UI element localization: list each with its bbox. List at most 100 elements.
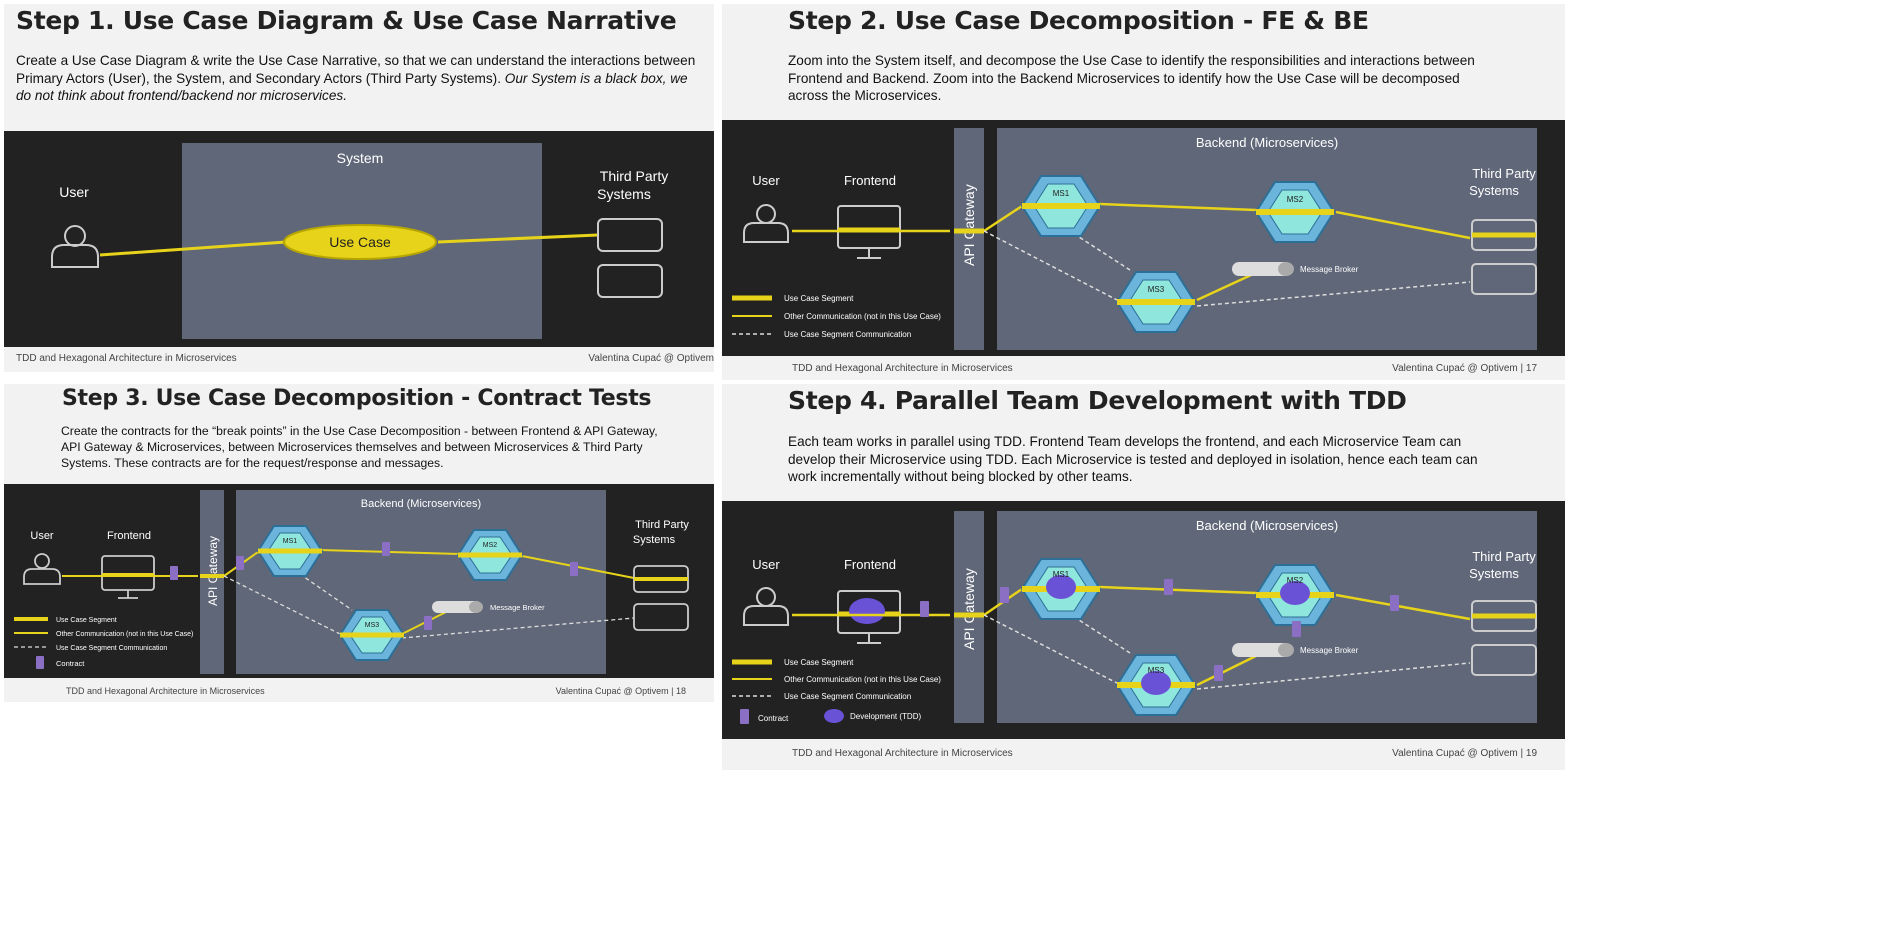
third-party-box-2 — [597, 264, 663, 298]
message-broker-label: Message Broker — [1300, 646, 1359, 655]
ms3-to-broker-line — [1196, 651, 1263, 687]
system-label: System — [337, 150, 384, 166]
footer-right: Valentina Cupać @ Optivem | 17 — [1392, 363, 1537, 374]
third-party-label-2: Systems — [1469, 566, 1519, 581]
monitor-icon — [837, 205, 901, 259]
third-party-label-1: Third Party — [1472, 549, 1536, 564]
slide-step-2: Step 2. Use Case Decomposition - FE & BE… — [722, 4, 1565, 380]
ms2-to-third-party-line — [1335, 593, 1471, 621]
decomposition-diagram: Backend (Microservices) API Gateway User… — [732, 128, 1537, 350]
ms2-label: MS2 — [1287, 576, 1304, 585]
message-broker-icon — [1232, 643, 1294, 657]
user-icon — [23, 553, 61, 585]
ms1-to-ms2-line — [1099, 585, 1257, 595]
gateway-to-ms1-line — [983, 204, 1023, 233]
backend-panel — [997, 128, 1537, 350]
user-icon — [743, 204, 789, 243]
footer-left: TDD and Hexagonal Architecture in Micros… — [66, 686, 265, 696]
contract-icons — [920, 579, 1399, 681]
legend-contract-icon — [36, 656, 44, 669]
ms1-to-ms3-dashed — [293, 569, 353, 611]
diagram-area: Backend (Microservices) API Gateway User… — [722, 120, 1565, 356]
ms1-label: MS1 — [283, 538, 298, 545]
slide-description: Create the contracts for the “break poin… — [61, 424, 658, 470]
third-party-box-2 — [633, 603, 689, 631]
third-party-box-2 — [1471, 644, 1537, 676]
ms2-hexagon: MS2 — [456, 529, 524, 581]
user-to-usecase-line — [99, 240, 287, 257]
api-gateway-label: API Gateway — [206, 536, 220, 606]
api-gateway-label: API Gateway — [961, 184, 977, 266]
user-icon — [51, 225, 99, 268]
description-italic-text: Our System is a black box, we do not thi… — [16, 70, 688, 104]
contract-icon — [920, 601, 929, 617]
slide-title: Step 3. Use Case Decomposition - Contrac… — [62, 386, 652, 411]
legend-contract-icon — [740, 709, 749, 724]
legend-contract-label: Contract — [758, 714, 789, 723]
third-party-label-2: Systems — [633, 534, 676, 546]
ms1-hexagon: MS1 — [1020, 175, 1102, 237]
ms3-to-third-party-dashed — [1196, 662, 1471, 690]
legend-dashed-label: Use Case Segment Communication — [784, 330, 911, 339]
frontend-label: Frontend — [844, 557, 896, 572]
legend-segment-label: Use Case Segment — [784, 294, 854, 303]
backend-panel — [997, 511, 1537, 723]
ms3-label: MS3 — [1148, 285, 1165, 294]
footer-left: TDD and Hexagonal Architecture in Micros… — [16, 353, 237, 364]
legend-segment-label: Use Case Segment — [784, 658, 854, 667]
gateway-to-ms3-dashed — [983, 614, 1118, 684]
backend-panel — [236, 490, 606, 674]
legend-other-label: Other Communication (not in this Use Cas… — [784, 312, 941, 321]
ms1-hexagon: MS1 — [1020, 558, 1102, 620]
ms3-hexagon: MS3 — [1115, 654, 1197, 716]
user-label: User — [752, 557, 780, 572]
footer-right: Valentina Cupać @ Optivem | 18 — [555, 686, 686, 696]
diagram-area: Backend (Microservices) API Gateway User… — [722, 501, 1565, 739]
ms3-hexagon: MS3 — [1115, 271, 1197, 333]
contract-icon — [424, 616, 432, 630]
legend-segment-label: Use Case Segment — [56, 617, 117, 624]
message-broker-label: Message Broker — [1300, 265, 1359, 274]
legend-other-label: Other Communication (not in this Use Cas… — [56, 631, 193, 638]
ms3-hexagon: MS3 — [338, 609, 406, 661]
third-party-label-1: Third Party — [1472, 166, 1536, 181]
user-icon — [743, 587, 789, 626]
contract-icon — [1292, 621, 1301, 637]
third-party-label-2: Systems — [1469, 183, 1519, 198]
development-blob-icon — [849, 598, 885, 624]
legend-development-label: Development (TDD) — [850, 712, 921, 721]
development-blob-icon — [1046, 575, 1076, 599]
slide-title: Step 4. Parallel Team Development with T… — [788, 386, 1407, 415]
ms2-label: MS2 — [483, 542, 498, 549]
development-blob-icon — [1280, 581, 1310, 605]
slide-description: Create a Use Case Diagram & write the Us… — [16, 52, 706, 105]
diagram-area: Backend (Microservices) API Gateway User… — [4, 484, 714, 678]
gateway-to-ms3-dashed — [223, 575, 341, 635]
contract-icon — [382, 542, 390, 556]
legend-other-label: Other Communication (not in this Use Cas… — [784, 675, 941, 684]
message-broker-icon — [1232, 262, 1294, 276]
usecase-to-third-party-line — [437, 233, 599, 244]
slide-title: Step 2. Use Case Decomposition - FE & BE — [788, 6, 1369, 35]
frontend-label: Frontend — [844, 173, 896, 188]
api-gateway-label: API Gateway — [961, 568, 977, 650]
use-case-diagram: System User Use Case Third Party Systems — [51, 143, 668, 339]
development-blob-icon — [1141, 671, 1171, 695]
third-party-label-2: Systems — [597, 186, 651, 202]
legend-dashed-label: Use Case Segment Communication — [56, 645, 167, 652]
slide-title: Step 1. Use Case Diagram & Use Case Narr… — [16, 6, 677, 35]
ms3-to-third-party-dashed — [1196, 281, 1471, 307]
user-label: User — [30, 530, 54, 542]
contract-icon — [1000, 587, 1009, 603]
footer-right: Valentina Cupać @ Optivem | 19 — [1392, 748, 1537, 759]
ms1-label: MS1 — [1053, 189, 1070, 198]
frontend-label: Frontend — [107, 530, 151, 542]
user-label: User — [752, 173, 780, 188]
legend-contract-label: Contract — [56, 659, 85, 668]
contract-icon — [1164, 579, 1173, 595]
contract-icons — [170, 542, 578, 630]
message-broker-label: Message Broker — [490, 603, 545, 612]
parallel-tdd-diagram: Backend (Microservices) API Gateway User… — [732, 511, 1537, 724]
ms3-label: MS3 — [1148, 666, 1165, 675]
legend-development-icon — [824, 709, 844, 723]
